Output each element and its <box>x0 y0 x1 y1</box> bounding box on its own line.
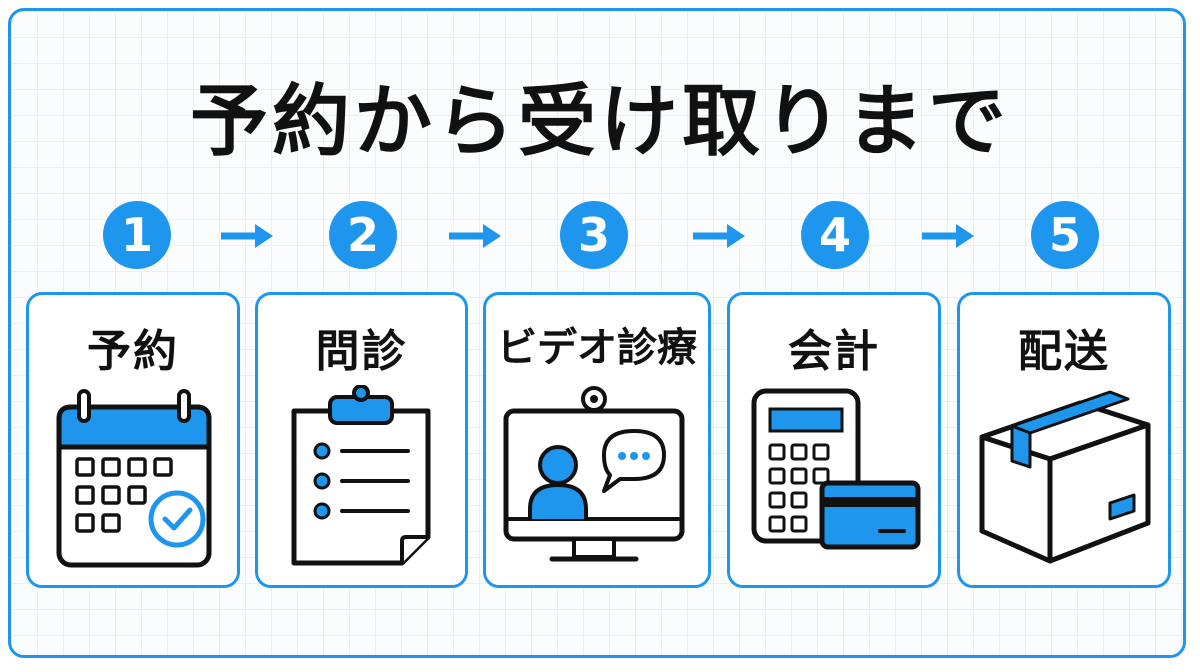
step-label: 会計 <box>788 326 880 377</box>
arrow-right-icon <box>693 224 745 248</box>
step-number-2: 2 <box>329 201 397 269</box>
step-label: 予約 <box>87 326 179 377</box>
step-number-4: 4 <box>801 201 869 269</box>
arrow-right-icon <box>449 224 501 248</box>
step-card-delivery: 配送 <box>957 292 1171 588</box>
delivery-box-icon <box>979 390 1151 564</box>
video-consultation-monitor-icon <box>503 386 685 562</box>
step-label: 問診 <box>315 326 408 377</box>
step-card-video-consultation: ビデオ診療 <box>483 292 711 588</box>
step-card-questionnaire: 問診 <box>255 292 468 588</box>
clipboard-checklist-icon <box>291 385 431 566</box>
calendar-check-icon <box>56 389 212 568</box>
step-number-1: 1 <box>103 201 171 269</box>
step-card-reservation: 予約 <box>26 292 240 588</box>
step-label: ビデオ診療 <box>497 325 697 371</box>
arrow-right-icon <box>922 224 974 248</box>
arrow-right-icon <box>221 224 273 248</box>
step-number-5: 5 <box>1031 201 1099 269</box>
calculator-credit-card-icon <box>751 388 921 550</box>
step-label: 配送 <box>1018 326 1110 377</box>
step-card-payment: 会計 <box>727 292 941 588</box>
diagram-title: 予約から受け取りまで <box>189 77 1010 167</box>
step-number-3: 3 <box>560 201 628 269</box>
